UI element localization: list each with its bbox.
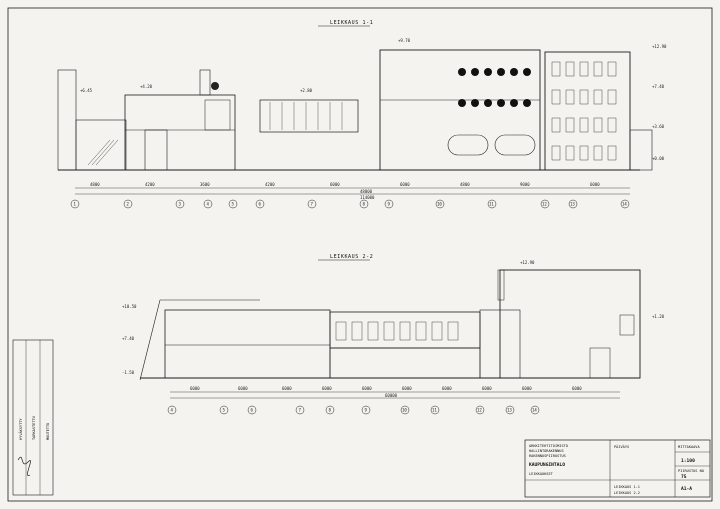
date-label: PÄIVÄYS bbox=[614, 444, 629, 449]
axis-number: 11 bbox=[489, 202, 494, 207]
dimension-label: 6000 bbox=[190, 386, 200, 391]
axis-number: 10 bbox=[402, 408, 407, 413]
dimension-label: 9000 bbox=[520, 182, 530, 187]
signature-mark bbox=[17, 456, 31, 476]
axis-number: 9 bbox=[365, 408, 368, 413]
axis-number: 12 bbox=[477, 408, 482, 413]
level-label: +6.45 bbox=[80, 88, 93, 93]
section-2-axis-labels: 4 5 6 7 8 9 10 11 12 13 14 bbox=[171, 408, 538, 413]
axis-number: 14 bbox=[622, 202, 627, 207]
axis-number: 13 bbox=[570, 202, 575, 207]
section-1-axis bbox=[70, 199, 630, 209]
axis-number: 7 bbox=[311, 202, 314, 207]
scale-value: 1:100 bbox=[681, 458, 695, 464]
dimension-label: 6000 bbox=[238, 386, 248, 391]
dimension-label: 6000 bbox=[402, 386, 412, 391]
section-1-axis-labels: 1 2 3 4 5 6 7 8 9 10 11 12 13 14 bbox=[74, 202, 628, 207]
section-2-dimensions: 6000 6000 6000 6000 6000 6000 6000 6000 … bbox=[190, 386, 582, 398]
axis-number: 5 bbox=[223, 408, 226, 413]
drawing-name: LEIKKAUKSET bbox=[529, 472, 554, 476]
stamp-text: HYVÄKSYTTY bbox=[18, 418, 23, 440]
dimension-label: 6000 bbox=[362, 386, 372, 391]
axis-number: 9 bbox=[388, 202, 391, 207]
level-label: -1.50 bbox=[122, 370, 135, 375]
dimension-label: 6000 bbox=[400, 182, 410, 187]
level-label: +12.90 bbox=[652, 44, 667, 49]
section-1: LEIKKAUS 1-1 bbox=[57, 20, 667, 209]
section-1-title: LEIKKAUS 1-1 bbox=[330, 20, 373, 26]
axis-number: 7 bbox=[299, 408, 302, 413]
dimension-label: 4200 bbox=[145, 182, 155, 187]
dimension-label: 3600 bbox=[200, 182, 210, 187]
section-1-levels: +6.45 +4.20 +2.80 +9.70 +12.90 +7.40 +3.… bbox=[80, 38, 667, 161]
level-label: +7.40 bbox=[122, 336, 135, 341]
dimension-label: 6000 bbox=[590, 182, 600, 187]
axis-number: 4 bbox=[171, 408, 174, 413]
section-2-levels: +10.50 +7.40 -1.50 +12.90 +1.20 bbox=[122, 260, 665, 375]
level-label: +12.90 bbox=[520, 260, 535, 265]
scale-label: MITTAKAAVA bbox=[678, 445, 700, 449]
dimension-label: 4200 bbox=[265, 182, 275, 187]
axis-number: 2 bbox=[127, 202, 130, 207]
dimension-label: 6000 bbox=[572, 386, 582, 391]
axis-number: 6 bbox=[259, 202, 262, 207]
level-label: +0.00 bbox=[652, 156, 665, 161]
dimension-label: 6000 bbox=[442, 386, 452, 391]
dimension-total: 114000 bbox=[360, 195, 375, 200]
axis-number: 1 bbox=[74, 202, 77, 207]
sheet-label: PIIRUSTUS NO bbox=[678, 469, 704, 473]
ref-line: LEIKKAUS 1-1 bbox=[614, 485, 640, 489]
office-line: RAKENNUSPIIRUSTUS bbox=[529, 454, 566, 458]
office-line: HALLINTORAKENNUS bbox=[529, 449, 564, 453]
level-label: +3.60 bbox=[652, 124, 665, 129]
axis-number: 11 bbox=[432, 408, 437, 413]
level-label: +4.20 bbox=[140, 84, 153, 89]
drawing-code: A1-A bbox=[681, 486, 692, 492]
level-label: +1.20 bbox=[652, 314, 665, 319]
axis-number: 6 bbox=[251, 408, 254, 413]
axis-number: 13 bbox=[507, 408, 512, 413]
dimension-label: 48000 bbox=[360, 189, 373, 194]
dimension-total: 60000 bbox=[385, 393, 398, 398]
dimension-label: 6000 bbox=[282, 386, 292, 391]
sheet-border bbox=[7, 7, 713, 502]
office-line: ARKKITEHTITOIMISTO bbox=[529, 444, 568, 448]
dimension-label: 6000 bbox=[330, 182, 340, 187]
ref-line: LEIKKAUS 2-2 bbox=[614, 491, 640, 495]
dimension-label: 4800 bbox=[90, 182, 100, 187]
dimension-label: 6000 bbox=[522, 386, 532, 391]
axis-number: 8 bbox=[329, 408, 332, 413]
axis-number: 12 bbox=[542, 202, 547, 207]
level-label: +9.70 bbox=[398, 38, 411, 43]
level-label: +2.80 bbox=[300, 88, 313, 93]
axis-number: 8 bbox=[363, 202, 366, 207]
dimension-label: 4800 bbox=[460, 182, 470, 187]
section-2-title: LEIKKAUS 2-2 bbox=[330, 254, 373, 260]
axis-number: 10 bbox=[437, 202, 442, 207]
axis-number: 5 bbox=[232, 202, 235, 207]
section-1-dimensions: 4800 4200 3600 4200 6000 6000 4800 9000 … bbox=[90, 182, 600, 200]
side-stamp: HYVÄKSYTTY TARKASTETTU MUUTETTU bbox=[12, 339, 54, 496]
level-label: +10.50 bbox=[122, 304, 137, 309]
axis-number: 14 bbox=[532, 408, 537, 413]
section-2: LEIKKAUS 2-2 6000 6000 6000 6000 6000 60… bbox=[122, 254, 665, 415]
dimension-label: 6000 bbox=[482, 386, 492, 391]
section-2-axis bbox=[167, 405, 540, 415]
dimension-label: 6000 bbox=[322, 386, 332, 391]
title-block: ARKKITEHTITOIMISTO HALLINTORAKENNUS RAKE… bbox=[524, 439, 711, 498]
level-label: +7.40 bbox=[652, 84, 665, 89]
axis-number: 3 bbox=[179, 202, 182, 207]
project-name: KAUPUNGINTALO bbox=[529, 462, 565, 468]
axis-number: 4 bbox=[207, 202, 210, 207]
stamp-text: TARKASTETTU bbox=[32, 416, 36, 440]
stamp-text: MUUTETTU bbox=[46, 423, 50, 440]
sheet-number: 75 bbox=[681, 474, 687, 480]
